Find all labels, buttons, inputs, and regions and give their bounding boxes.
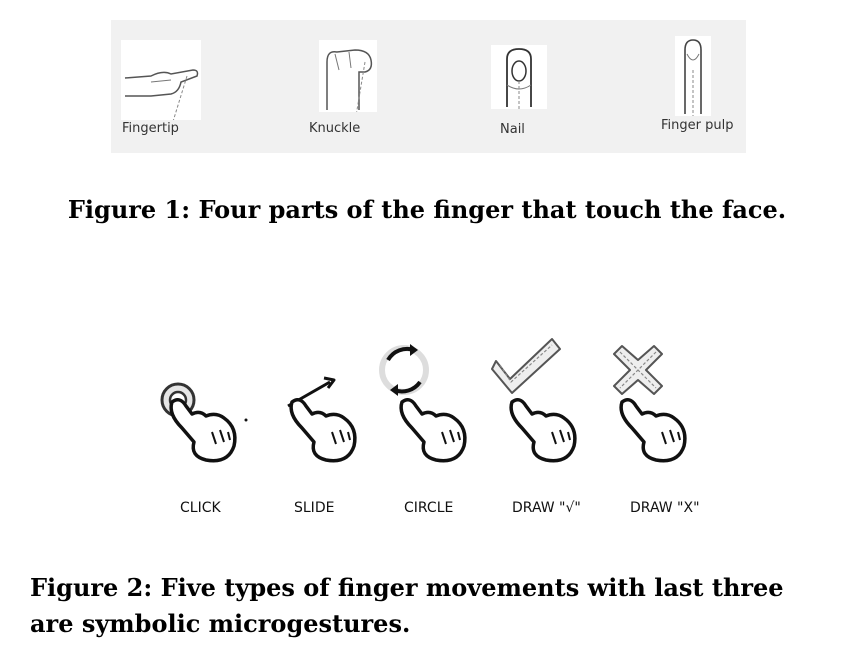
- gesture-label: SLIDE: [294, 500, 335, 516]
- finger-part-fingertip: Fingertip: [111, 20, 271, 153]
- click-gesture-icon: [160, 382, 248, 463]
- draw-check-gesture-icon: [491, 338, 577, 463]
- finger-part-nail: Nail: [481, 20, 581, 153]
- circle-gesture-icon: [379, 344, 467, 463]
- nail-finger-icon: [491, 45, 547, 109]
- figure1-caption: Figure 1: Four parts of the finger that …: [67, 195, 787, 224]
- finger-part-finger-pulp: Finger pulp: [651, 20, 746, 153]
- gesture-label: CLICK: [180, 500, 221, 516]
- gesture-label: DRAW "X": [630, 500, 700, 516]
- figure2-caption: Figure 2: Five types of finger movements…: [30, 573, 784, 638]
- gesture-draw-check: DRAW "√": [490, 335, 610, 520]
- finger-part-label: Finger pulp: [661, 118, 734, 133]
- draw-x-gesture-icon: [613, 345, 687, 463]
- finger-part-label: Nail: [500, 122, 525, 137]
- gesture-click: CLICK: [150, 360, 260, 520]
- gesture-draw-x: DRAW "X": [600, 340, 720, 520]
- knuckle-hand-icon: [319, 40, 377, 112]
- gesture-slide: SLIDE: [270, 360, 380, 520]
- finger-part-label: Knuckle: [309, 121, 361, 136]
- figure1-panel: Fingertip Knuckle Nail Finger pulp: [111, 20, 746, 153]
- finger-part-knuckle: Knuckle: [291, 20, 431, 153]
- finger-pulp-icon: [675, 36, 711, 116]
- finger-part-label: Fingertip: [122, 121, 179, 136]
- gesture-circle: CIRCLE: [379, 340, 490, 520]
- fingertip-hand-icon: [121, 40, 201, 120]
- gesture-label: DRAW "√": [512, 500, 581, 516]
- gesture-label: CIRCLE: [404, 500, 454, 516]
- slide-gesture-icon: [287, 376, 357, 463]
